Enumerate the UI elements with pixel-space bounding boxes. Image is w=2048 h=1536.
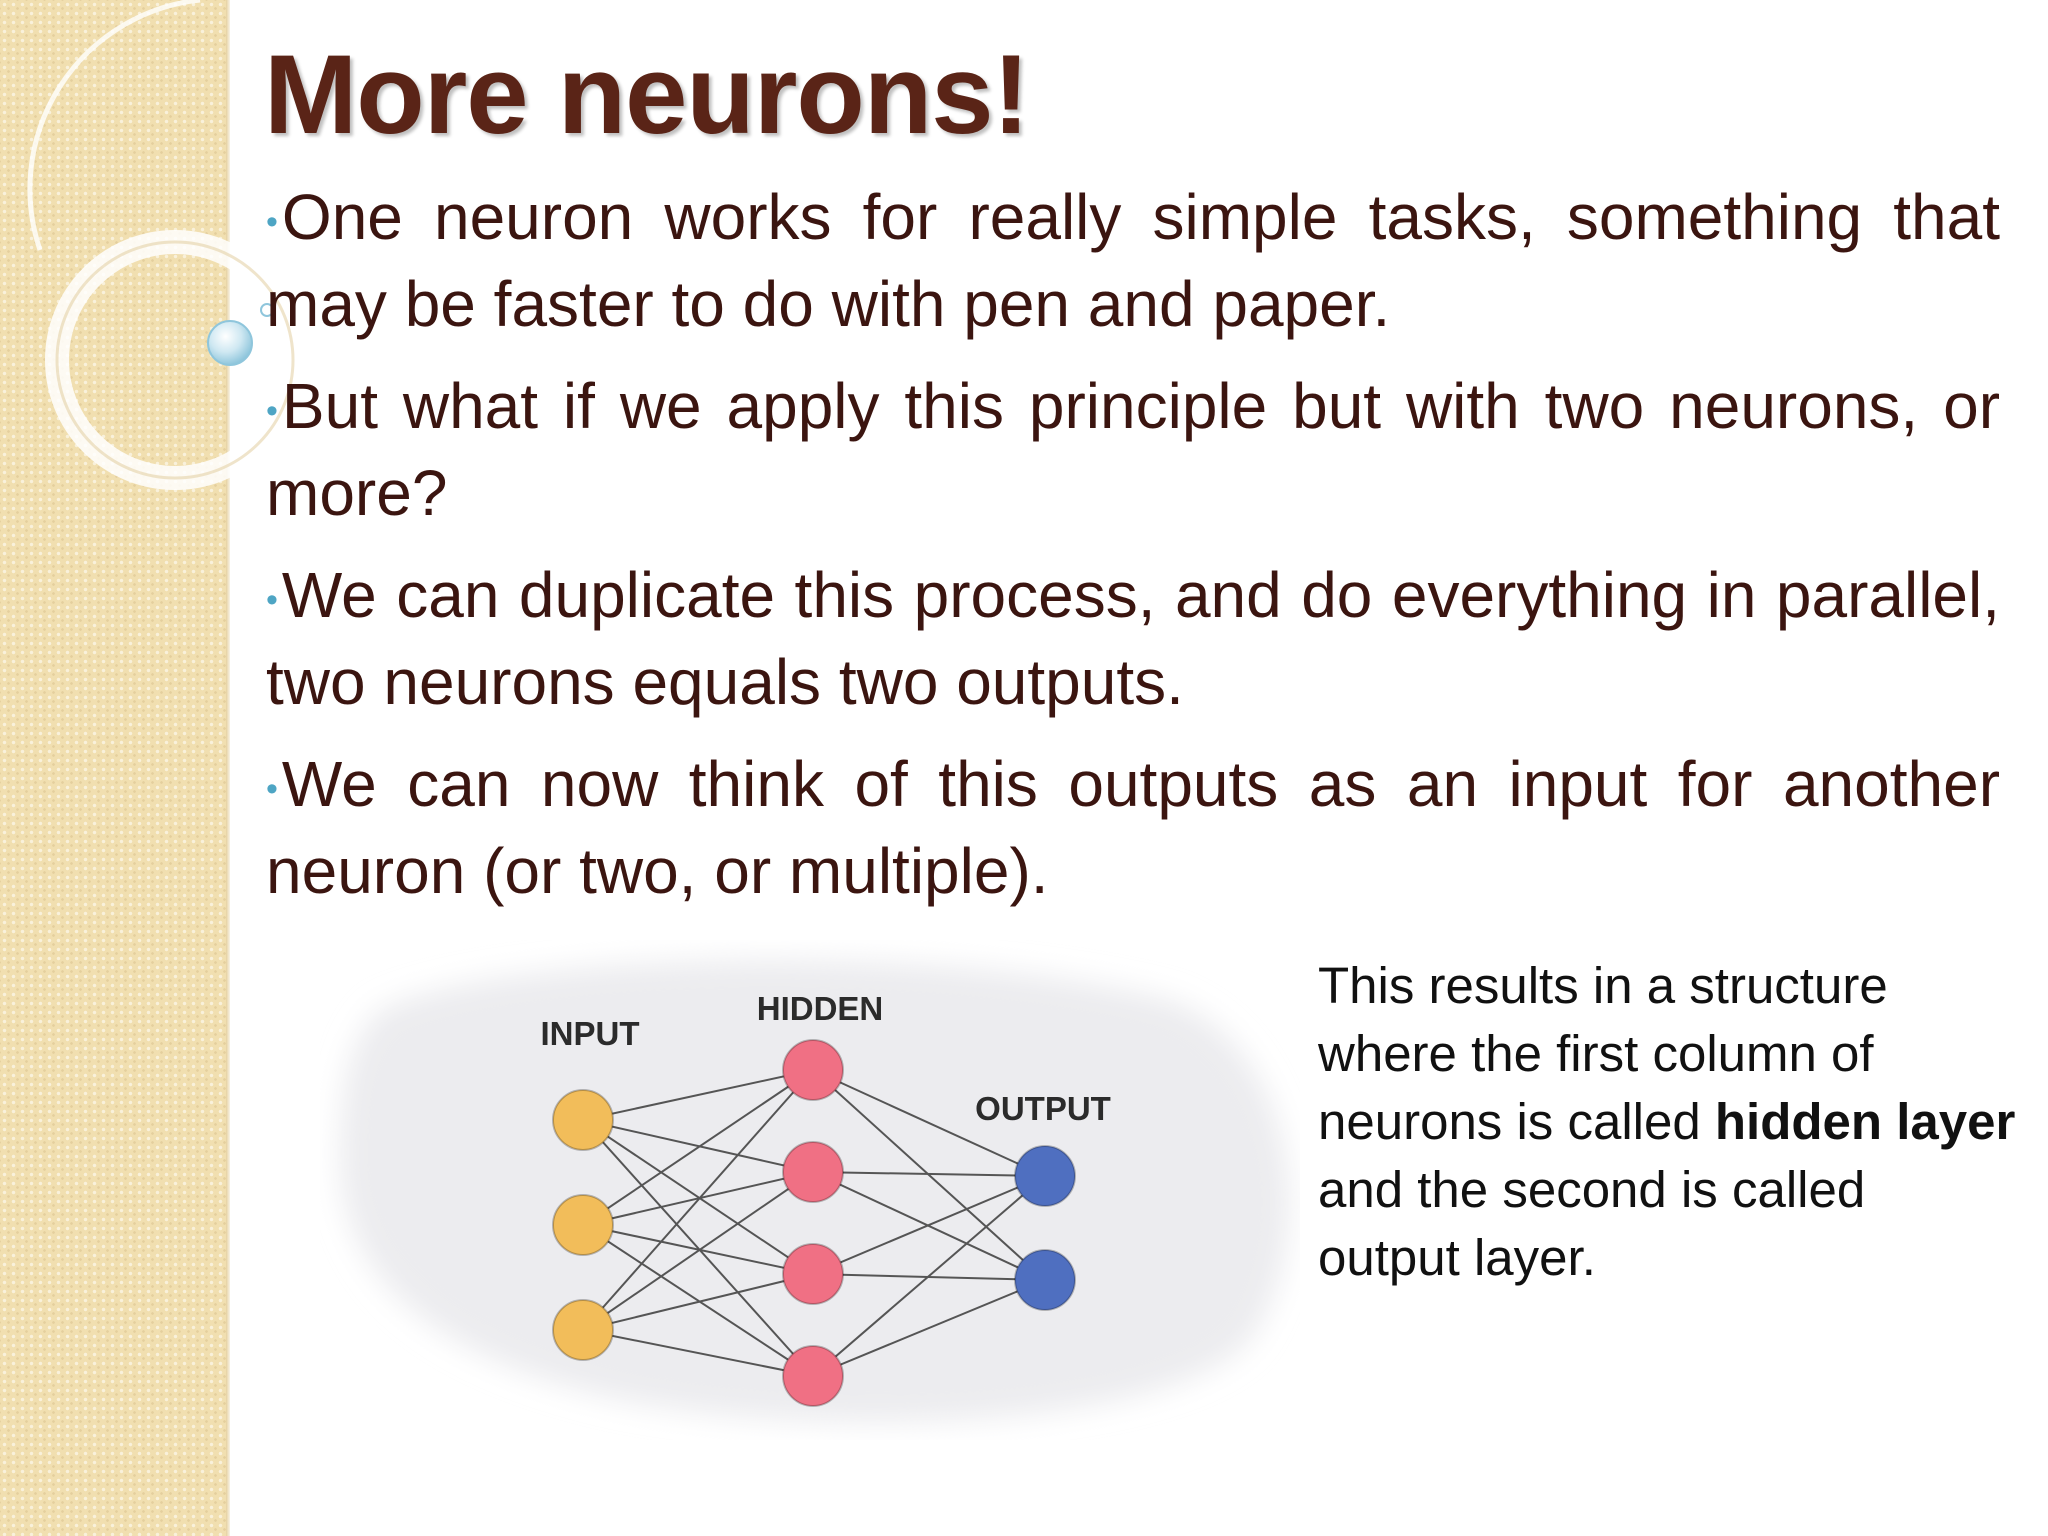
hidden-neuron [782,1141,844,1203]
network-connection [582,1119,814,1377]
bullet-dot-icon: • [266,581,278,620]
decorative-rings [27,0,305,490]
bullet-text: We can duplicate this process, and do ev… [266,559,2000,719]
network-connection [582,1119,814,1275]
network-connection [582,1329,814,1377]
bullet-dot-icon: • [266,770,278,809]
network-connection [812,1069,1046,1177]
network-connection [582,1171,814,1331]
bullet-item: •We can now think of this outputs as an … [266,743,2000,912]
network-connection [582,1273,814,1331]
input-neuron [552,1194,614,1256]
network-connection [582,1069,814,1331]
network-connection [812,1171,1046,1177]
network-nodes [552,1039,1076,1407]
input-neuron [552,1299,614,1361]
diagram-caption: This results in a structure where the fi… [1318,952,2018,1292]
hidden-layer-label: HIDDEN [757,990,884,1027]
deco-arc-top [27,0,201,251]
slide-title: More neurons! [264,32,1030,157]
network-connection [582,1069,814,1226]
bullet-item: •One neuron works for really simple task… [266,176,2000,345]
deco-ring-large-edge [55,240,295,480]
bullet-item: •But what if we apply this principle but… [266,365,2000,534]
bullet-list: •One neuron works for really simple task… [266,176,2000,932]
caption-text-start: This results in a structure where the fi… [1318,957,1888,1150]
input-layer-label: INPUT [541,1015,640,1052]
network-connection [812,1279,1046,1377]
hidden-neuron [782,1243,844,1305]
output-layer-label: OUTPUT [975,1090,1111,1127]
hidden-neuron [782,1039,844,1101]
network-edges [582,1069,1046,1377]
network-connection [582,1224,814,1377]
neural-network-diagram: INPUT HIDDEN OUTPUT [340,959,1290,1423]
bullet-dot-icon: • [266,203,278,242]
caption-text-end: and the second is called output layer. [1318,1161,1866,1286]
network-connection [812,1175,1046,1275]
output-neuron [1014,1249,1076,1311]
caption-bold-term: hidden layer [1714,1093,2016,1150]
network-connection [582,1119,814,1173]
bullet-item: •We can duplicate this process, and do e… [266,554,2000,723]
bullet-text: We can now think of this outputs as an i… [266,748,2000,908]
output-neuron [1014,1145,1076,1207]
bullet-text: One neuron works for really simple tasks… [266,181,2000,341]
hidden-neuron [782,1345,844,1407]
input-neuron [552,1089,614,1151]
network-connection [812,1175,1046,1377]
bullet-dot-icon: • [266,392,278,431]
deco-small-bead [260,303,274,317]
deco-bead [207,320,253,366]
bullet-text: But what if we apply this principle but … [266,370,2000,530]
network-connection [582,1224,814,1275]
network-connection [582,1069,814,1121]
side-band-edge [226,0,230,1536]
